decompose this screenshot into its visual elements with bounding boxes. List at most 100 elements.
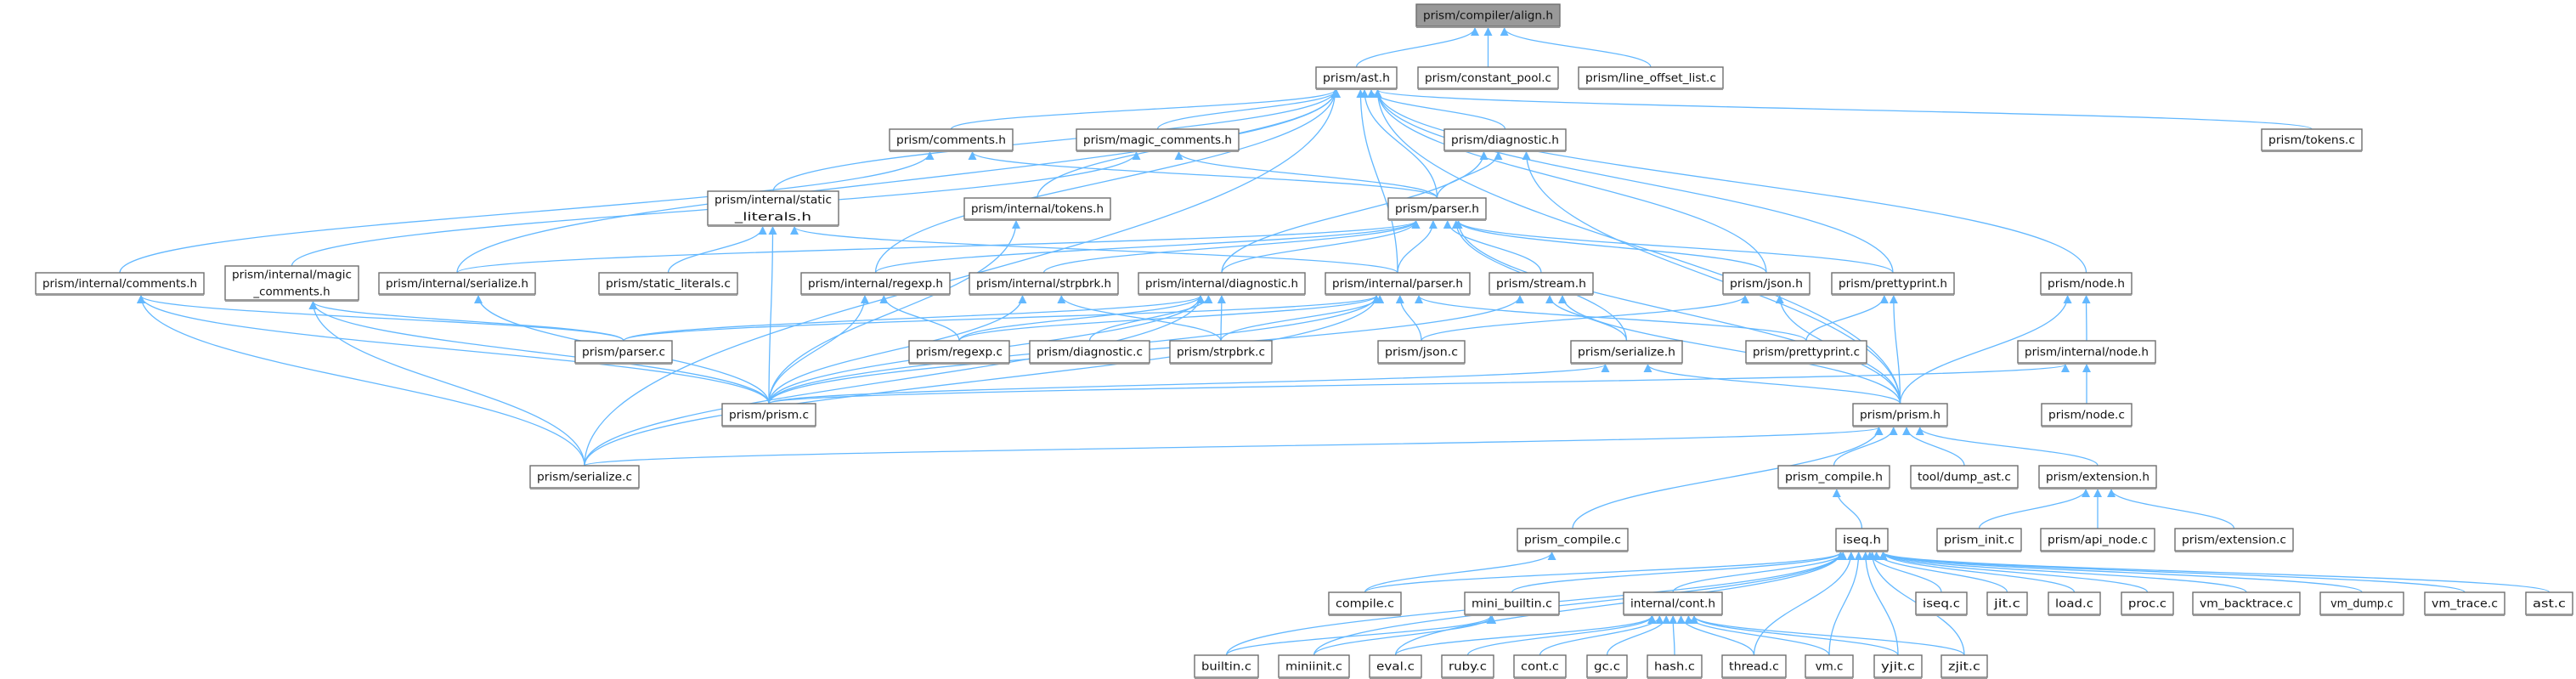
- node-prism-internal-regexp-h[interactable]: prism/internal/regexp.h: [800, 272, 951, 296]
- node-vm-c[interactable]: vm.c: [1805, 654, 1854, 679]
- node-iseq-c[interactable]: iseq.c: [1915, 591, 1968, 616]
- node-prism-diagnostic-c[interactable]: prism/diagnostic.c: [1029, 340, 1150, 365]
- node-prism-line-offset-list-c[interactable]: prism/line_offset_list.c: [1578, 66, 1724, 90]
- node-ast-c[interactable]: ast.c: [2525, 591, 2573, 616]
- node-prism-internal-node-h[interactable]: prism/internal/node.h: [2017, 340, 2156, 365]
- node-prism-compile-c[interactable]: prism_compile.c: [1517, 528, 1629, 552]
- node-prism-compile-h[interactable]: prism_compile.h: [1777, 465, 1890, 489]
- node-yjit-c[interactable]: yjit.c: [1873, 654, 1923, 679]
- node-box[interactable]: [1986, 591, 2028, 615]
- node-iseq-h[interactable]: iseq.h: [1835, 528, 1889, 552]
- node-box[interactable]: [1910, 465, 2019, 489]
- node-prism-strpbrk-c[interactable]: prism/strpbrk.c: [1169, 340, 1273, 365]
- node-prism-node-c[interactable]: prism/node.c: [2041, 403, 2133, 427]
- node-box[interactable]: [889, 128, 1014, 151]
- node-box[interactable]: [1417, 66, 1559, 89]
- node-prism-serialize-c[interactable]: prism/serialize.c: [529, 465, 640, 489]
- node-box[interactable]: [1278, 654, 1350, 678]
- node-box[interactable]: [2424, 591, 2505, 615]
- node-mini-builtin-c[interactable]: mini_builtin.c: [1464, 591, 1560, 616]
- node-prism-extension-h[interactable]: prism/extension.h: [2038, 465, 2157, 489]
- node-box[interactable]: [1745, 340, 1867, 364]
- node-box[interactable]: [2040, 528, 2155, 552]
- node-box[interactable]: [1623, 591, 1723, 615]
- node-box[interactable]: [1441, 654, 1494, 678]
- node-box[interactable]: [2174, 528, 2294, 552]
- node-prism-ast-h[interactable]: prism/ast.h: [1315, 66, 1398, 90]
- node-load-c[interactable]: load.c: [2048, 591, 2101, 616]
- node-box[interactable]: [1443, 128, 1567, 151]
- node-box[interactable]: [1138, 272, 1306, 295]
- node-prism-prism-h[interactable]: prism/prism.h: [1852, 403, 1948, 427]
- node-box[interactable]: [2121, 591, 2174, 615]
- node-prism-constant-pool-c[interactable]: prism/constant_pool.c: [1417, 66, 1559, 90]
- node-prism-regexp-c[interactable]: prism/regexp.c: [908, 340, 1010, 365]
- node-box[interactable]: [707, 190, 839, 226]
- node-box[interactable]: [1315, 66, 1398, 89]
- node-ruby-c[interactable]: ruby.c: [1441, 654, 1494, 679]
- node-box[interactable]: [1936, 528, 2022, 552]
- node-prism-node-h[interactable]: prism/node.h: [2040, 272, 2133, 296]
- node-hash-c[interactable]: hash.c: [1647, 654, 1703, 679]
- node-compile-c[interactable]: compile.c: [1328, 591, 1402, 616]
- node-box[interactable]: [529, 465, 640, 489]
- node-prism-internal-parser-h[interactable]: prism/internal/parser.h: [1325, 272, 1471, 296]
- node-box[interactable]: [1169, 340, 1273, 364]
- node-zjit-c[interactable]: zjit.c: [1940, 654, 1988, 679]
- node-prism-internal-strpbrk-h[interactable]: prism/internal/strpbrk.h: [969, 272, 1119, 296]
- node-box[interactable]: [1805, 654, 1854, 678]
- node-box[interactable]: [2319, 591, 2404, 615]
- node-vm-dump-c[interactable]: vm_dump.c: [2319, 591, 2404, 616]
- node-box[interactable]: [1464, 591, 1560, 615]
- node-box[interactable]: [800, 272, 951, 295]
- node-prism-json-h[interactable]: prism/json.h: [1722, 272, 1811, 296]
- node-box[interactable]: [1325, 272, 1471, 295]
- node-vm-backtrace-c[interactable]: vm_backtrace.c: [2192, 591, 2301, 616]
- node-box[interactable]: [2040, 272, 2133, 295]
- node-prism-internal-static-literals-h[interactable]: prism/internal/static_literals.h: [707, 190, 839, 227]
- node-prism-prettyprint-c[interactable]: prism/prettyprint.c: [1745, 340, 1867, 365]
- node-box[interactable]: [224, 265, 359, 301]
- node-box[interactable]: [1835, 528, 1889, 552]
- node-prism-init-c[interactable]: prism_init.c: [1936, 528, 2022, 552]
- node-prism-compiler-align-h[interactable]: prism/compiler/align.h: [1415, 3, 1561, 28]
- node-box[interactable]: [2048, 591, 2101, 615]
- node-prism-prism-c[interactable]: prism/prism.c: [721, 403, 816, 427]
- node-prism-internal-comments-h[interactable]: prism/internal/comments.h: [35, 272, 205, 296]
- node-prism-parser-h[interactable]: prism/parser.h: [1387, 197, 1487, 221]
- node-prism-tokens-c[interactable]: prism/tokens.c: [2261, 128, 2363, 152]
- node-box[interactable]: [2041, 403, 2133, 427]
- node-box[interactable]: [963, 197, 1111, 220]
- node-box[interactable]: [908, 340, 1010, 364]
- node-prism-internal-tokens-h[interactable]: prism/internal/tokens.h: [963, 197, 1111, 221]
- node-proc-c[interactable]: proc.c: [2121, 591, 2174, 616]
- node-prism-static-literals-c[interactable]: prism/static_literals.c: [598, 272, 738, 296]
- node-box[interactable]: [1915, 591, 1968, 615]
- node-gc-c[interactable]: gc.c: [1586, 654, 1628, 679]
- node-box[interactable]: [1387, 197, 1487, 220]
- node-thread-c[interactable]: thread.c: [1721, 654, 1787, 679]
- node-jit-c[interactable]: jit.c: [1986, 591, 2028, 616]
- node-prism-magic-comments-h[interactable]: prism/magic_comments.h: [1076, 128, 1240, 152]
- node-vm-trace-c[interactable]: vm_trace.c: [2424, 591, 2505, 616]
- node-box[interactable]: [1852, 403, 1948, 427]
- node-prism-diagnostic-h[interactable]: prism/diagnostic.h: [1443, 128, 1567, 152]
- node-box[interactable]: [1570, 340, 1683, 364]
- node-prism-extension-c[interactable]: prism/extension.c: [2174, 528, 2294, 552]
- node-miniinit-c[interactable]: miniinit.c: [1278, 654, 1350, 679]
- node-box[interactable]: [2192, 591, 2301, 615]
- node-prism-parser-c[interactable]: prism/parser.c: [574, 340, 673, 365]
- node-prism-internal-serialize-h[interactable]: prism/internal/serialize.h: [378, 272, 536, 296]
- node-internal-cont-h[interactable]: internal/cont.h: [1623, 591, 1723, 616]
- node-prism-api-node-c[interactable]: prism/api_node.c: [2040, 528, 2155, 552]
- node-builtin-c[interactable]: builtin.c: [1194, 654, 1259, 679]
- node-box[interactable]: [1328, 591, 1402, 615]
- node-prism-json-c[interactable]: prism/json.c: [1377, 340, 1466, 365]
- node-prism-internal-magic-comments-h[interactable]: prism/internal/magic_comments.h: [224, 265, 359, 302]
- node-box[interactable]: [1377, 340, 1466, 364]
- node-prism-comments-h[interactable]: prism/comments.h: [889, 128, 1014, 152]
- node-box[interactable]: [35, 272, 205, 295]
- node-eval-c[interactable]: eval.c: [1369, 654, 1422, 679]
- node-prism-serialize-h[interactable]: prism/serialize.h: [1570, 340, 1683, 365]
- node-prism-prettyprint-h[interactable]: prism/prettyprint.h: [1831, 272, 1955, 296]
